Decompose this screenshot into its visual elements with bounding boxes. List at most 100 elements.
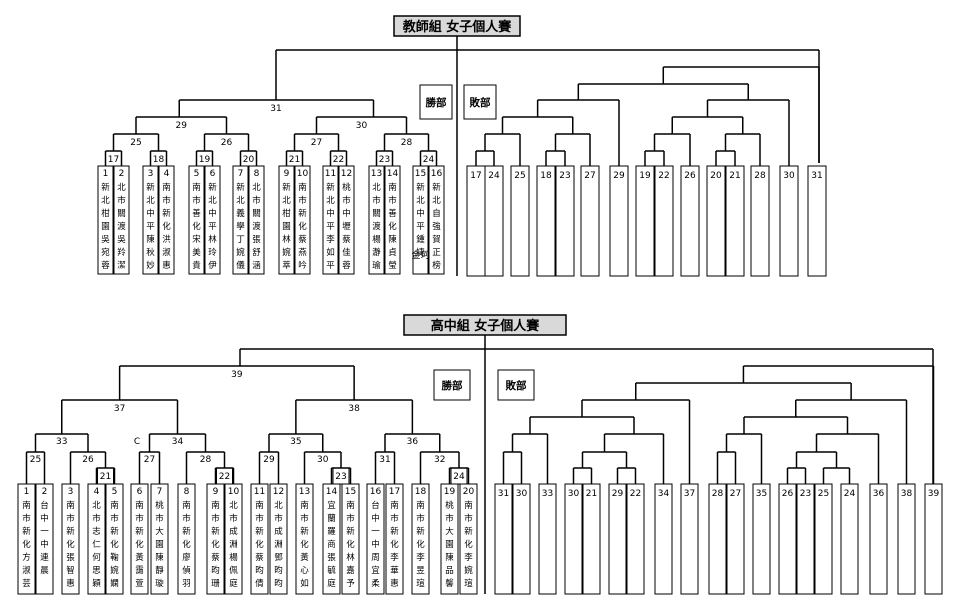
player-name-char: 北 (236, 196, 245, 206)
player-seed: 17 (389, 487, 400, 497)
player-box (142, 165, 159, 275)
player-name-char: 李 (326, 234, 335, 245)
match-number: 30 (317, 455, 329, 465)
losers-slot-number: 35 (756, 489, 767, 499)
losers-slot-box (708, 483, 727, 595)
player-name-char: 毓 (327, 565, 336, 576)
player-box (232, 165, 249, 275)
player-name-char: 陳 (388, 235, 397, 245)
player-name-char: 強 (432, 221, 441, 232)
player-name-char: 北 (274, 501, 283, 511)
losers-slot-box (725, 165, 745, 277)
player-name-char: 一 (40, 527, 49, 537)
player-name-char: 庭 (327, 578, 336, 589)
match-number: 28 (200, 455, 212, 465)
player-name-char: 南 (22, 500, 31, 511)
player-box (248, 165, 265, 275)
player-name-char: 園 (155, 540, 164, 550)
losers-slot-number: 20 (710, 171, 722, 181)
player-name-char: 淑 (22, 565, 31, 576)
losers-slot-box (778, 483, 797, 595)
player-name-char: 新 (416, 526, 425, 537)
player-name-char: 北 (208, 196, 217, 206)
match-number: 21 (100, 472, 111, 482)
player-name-char: 美 (192, 247, 201, 258)
player-name-char: 予 (346, 579, 355, 589)
player-name-char: 南 (390, 500, 399, 511)
player-name-char: 新 (464, 526, 473, 537)
player-name-char: 柑 (101, 208, 110, 219)
losers-slot-box (484, 165, 504, 277)
player-seed: 7 (157, 487, 163, 497)
player-name-char: 大 (445, 526, 454, 537)
winners-label-box (433, 369, 471, 401)
losers-slot-number: 22 (658, 171, 669, 181)
player-name-char: 榜 (432, 260, 441, 271)
match-number: 21 (289, 155, 300, 165)
losers-slot-number: 30 (783, 171, 795, 181)
player-name-char: 賀 (432, 234, 441, 245)
losers-slot-number: 27 (584, 171, 595, 181)
player-name-char: 璇 (155, 578, 164, 589)
player-name-char: 惠 (162, 260, 171, 271)
player-name-char: 吳 (117, 235, 126, 245)
player-name-char: 市 (92, 513, 101, 524)
losers-slot-number: 27 (730, 489, 741, 499)
player-name-char: 如 (300, 578, 309, 589)
player-name-char: 庭 (229, 578, 238, 589)
player-seed: 9 (284, 169, 290, 179)
player-name-char: 柔 (371, 578, 380, 589)
player-name-char: 倩 (255, 578, 264, 589)
player-name-char: 周 (371, 553, 380, 563)
player-name-char: 北 (372, 183, 381, 193)
player-name-char: 仁 (92, 539, 101, 550)
player-name-char: 化 (346, 539, 355, 550)
player-name-char: 中 (146, 208, 155, 219)
player-name-char: 平 (326, 222, 335, 232)
player-seed: 19 (444, 487, 456, 497)
player-seed: 11 (325, 169, 336, 179)
losers-slot-box (494, 483, 513, 595)
player-seed: 1 (103, 169, 109, 179)
player-name-char: 婉 (282, 247, 291, 258)
player-box (322, 165, 339, 275)
player-name-char: 北 (282, 196, 291, 206)
losers-slot-number: 28 (754, 171, 766, 181)
player-name-char: 昀 (274, 565, 283, 576)
player-name-char: 平 (208, 222, 217, 232)
player-name-char: 中 (40, 539, 49, 550)
player-name-char: 中 (416, 208, 425, 219)
player-name-char: 思 (92, 566, 101, 576)
player-seed: 16 (370, 487, 382, 497)
player-name-char: 惠 (390, 578, 399, 589)
player-name-char: 新 (182, 526, 191, 537)
losers-slot-number: 21 (729, 171, 740, 181)
player-box (113, 165, 130, 275)
player-name-char: 桃 (155, 500, 164, 511)
player-name-char: 新 (101, 182, 110, 193)
c-marker: C (134, 437, 140, 447)
player-name-char: 涵 (252, 261, 261, 271)
match-number: 28 (401, 138, 413, 148)
player-box (97, 165, 114, 275)
player-name-char: 北 (117, 183, 126, 193)
match-number: 39 (231, 370, 243, 380)
losers-slot-box (840, 483, 859, 595)
player-name-char: 桃 (445, 500, 454, 511)
player-name-char: 黃 (135, 552, 144, 563)
losers-slot-number: 24 (488, 171, 500, 181)
losers-label-box (463, 84, 497, 120)
player-name-char: 南 (66, 500, 75, 511)
match-number: 32 (434, 455, 445, 465)
losers-slot-box (512, 483, 531, 595)
bracket-title: 高中組 女子個人賽 (431, 318, 541, 334)
losers-slot-box (706, 165, 726, 277)
player-name-char: 園 (282, 222, 291, 232)
player-name-char: 佩 (229, 565, 238, 576)
player-seed: 5 (194, 169, 200, 179)
player-seed: 2 (42, 487, 48, 497)
player-name-char: 昀 (255, 565, 264, 576)
player-seed: 13 (299, 487, 310, 497)
player-name-char: 北 (146, 196, 155, 206)
player-box (412, 165, 429, 275)
